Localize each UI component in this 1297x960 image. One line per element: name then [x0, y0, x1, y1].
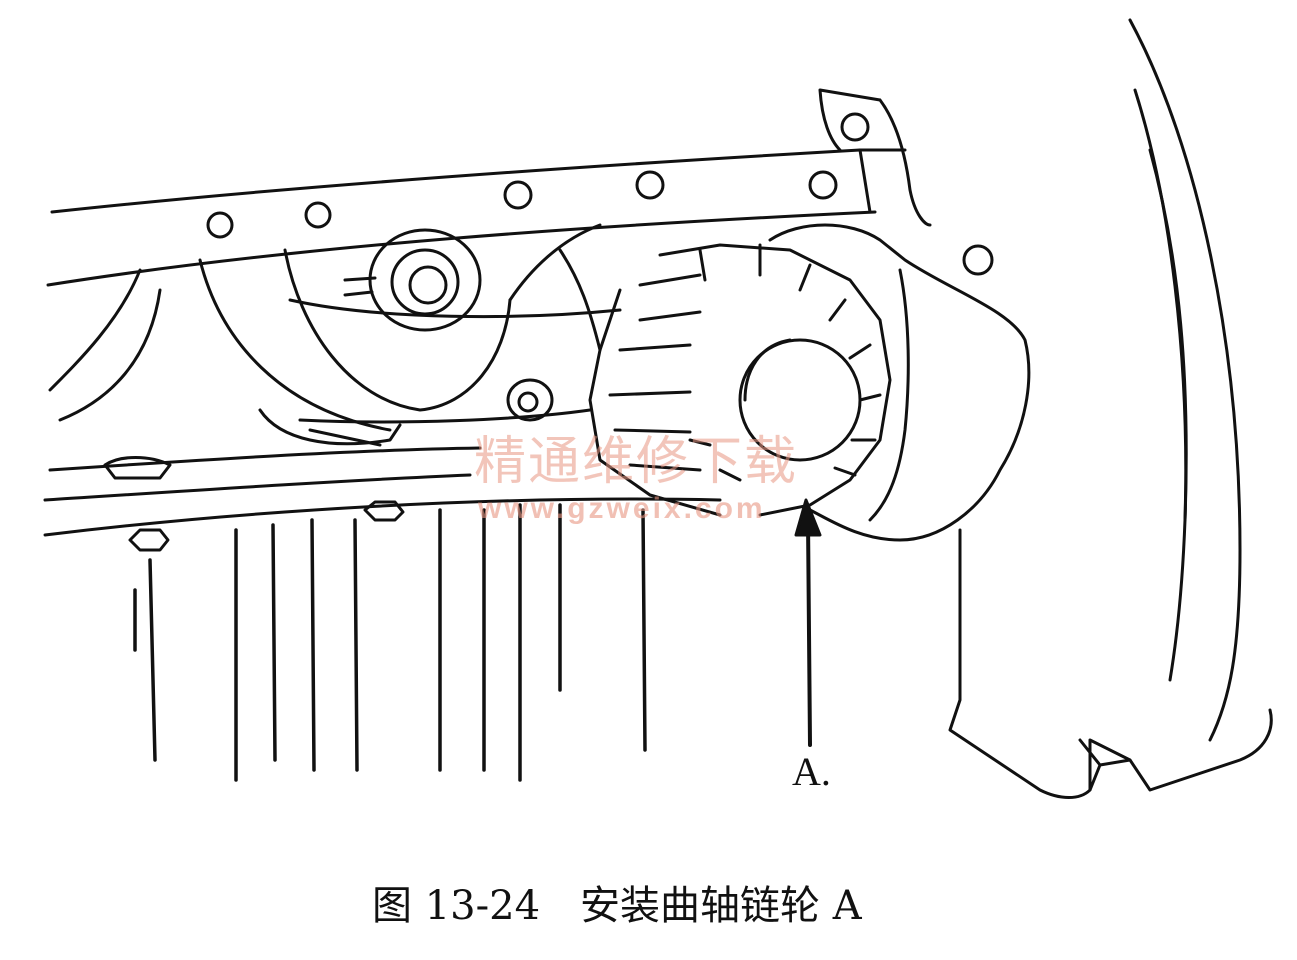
- cover-rail-top: [50, 148, 862, 214]
- idler-pulley-outer: [198, 258, 392, 432]
- tensioner: [258, 408, 402, 447]
- caption-number: 图 13-24: [372, 883, 541, 929]
- callout-label: A.: [792, 749, 831, 794]
- roller: [506, 378, 554, 422]
- crank-sprocket: [588, 243, 892, 517]
- chain-line-upper: [288, 298, 622, 319]
- right-bracket: [948, 528, 1273, 799]
- right-housing: [768, 223, 1031, 542]
- watermark-chinese: 精通维修下载: [474, 432, 799, 492]
- idler-pulley-inner: [283, 248, 512, 412]
- caption-title: 安装曲轴链轮 A: [580, 883, 862, 929]
- upper-bracket: [818, 88, 932, 227]
- watermark-url: www.gzweix.com: [478, 492, 766, 525]
- oil-pan-ribs: [133, 503, 647, 782]
- chain-line-lower: [298, 408, 592, 424]
- right-curve-inner-1: [1133, 88, 1188, 682]
- rail-bolt-holes: [206, 112, 994, 276]
- oil-pan-rail-upper: [48, 446, 482, 472]
- left-pulley: [48, 268, 142, 392]
- right-curve-inner-2: [1148, 148, 1188, 522]
- pan-bolts: [103, 456, 405, 552]
- figure-caption: 图 13-24 安装曲轴链轮 A: [372, 886, 862, 926]
- right-curve-outer: [1128, 18, 1242, 742]
- callout-arrow: [794, 498, 822, 747]
- oil-pan-rail-lower: [43, 497, 722, 537]
